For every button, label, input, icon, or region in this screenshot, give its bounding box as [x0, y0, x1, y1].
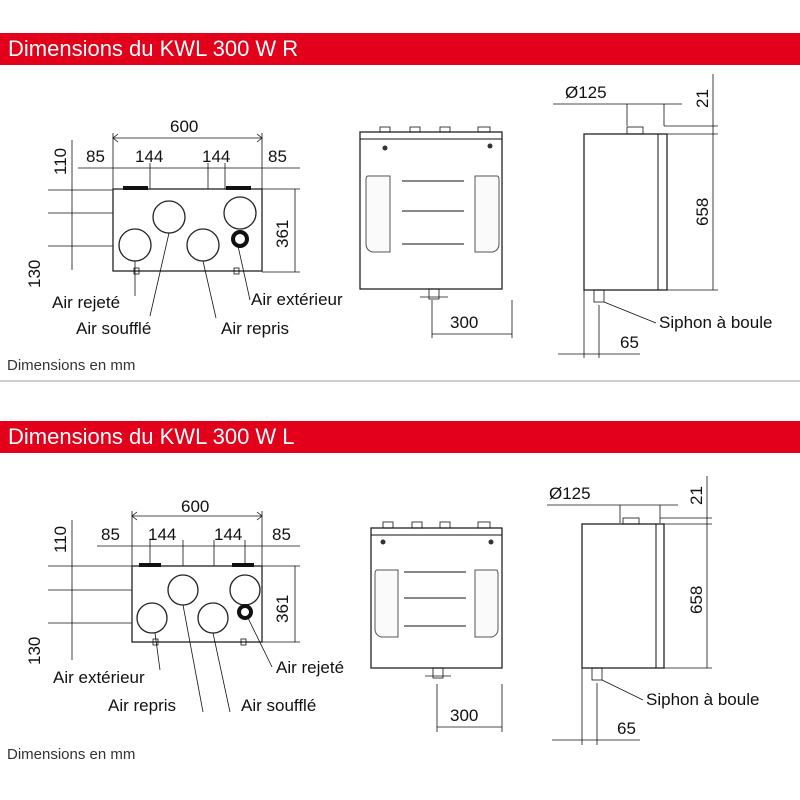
dim-right-offset: 85 — [268, 147, 287, 166]
dim-diameter: Ø125 — [565, 83, 607, 102]
panel-1-drawings: 600 85 144 144 85 110 130 361 — [25, 74, 772, 358]
dim-top-offset-2: 110 — [51, 526, 70, 553]
dim-port-spacing-2-2: 144 — [214, 525, 242, 544]
dim-right-offset-2: 85 — [272, 525, 291, 544]
dim-port-spacing-1: 144 — [135, 147, 163, 166]
label-bottom-center-port: Air soufflé — [76, 319, 151, 338]
side-view-left: Ø125 21 658 Siphon à boule 65 — [547, 476, 759, 745]
dim-left-offset: 85 — [86, 147, 105, 166]
dim-port-spacing-1-2: 144 — [148, 525, 176, 544]
dim-top-offset: 110 — [51, 148, 70, 175]
label-bottom-left-port-2: Air extérieur — [53, 668, 145, 687]
dim-total-height: 658 — [693, 198, 712, 226]
dim-total-height-2: 658 — [687, 586, 706, 614]
dim-port-spacing-2: 144 — [202, 147, 230, 166]
label-top-right-port-2: Air rejeté — [276, 658, 344, 677]
label-bottom-left-port: Air rejeté — [52, 293, 120, 312]
dim-height: 361 — [273, 220, 292, 248]
panel-1-title: Dimensions du KWL 300 W R — [8, 36, 299, 61]
panel-2-drawings: 600 85 144 144 85 110 130 361 — [25, 476, 759, 745]
panel-1-divider — [0, 380, 800, 382]
label-top-right-port: Air extérieur — [251, 290, 343, 309]
dim-siphon-offset: 65 — [620, 333, 639, 352]
side-view-right: Ø125 21 658 Siphon à boule 65 — [553, 74, 772, 358]
panel-2-unit-note: Dimensions en mm — [7, 746, 136, 763]
dim-width-total: 600 — [170, 117, 198, 136]
dim-height-2: 361 — [273, 595, 292, 623]
middle-view-right: 300 — [359, 126, 513, 338]
label-bottom-center-port-2: Air repris — [108, 696, 176, 715]
dim-bottom-offset-2: 130 — [25, 637, 44, 665]
dim-siphon-offset-2: 65 — [617, 719, 636, 738]
front-view-right: 600 85 144 144 85 110 130 361 — [25, 117, 343, 338]
dim-top-height: 21 — [693, 89, 712, 108]
panel-2-header: Dimensions du KWL 300 W L — [0, 421, 800, 453]
dim-side-depth-2: 300 — [450, 706, 478, 725]
dim-diameter-2: Ø125 — [549, 484, 591, 503]
panel-1-header: Dimensions du KWL 300 W R — [0, 33, 800, 65]
dim-left-offset-2: 85 — [101, 525, 120, 544]
label-top-center-port: Air repris — [221, 319, 289, 338]
dim-width-total-2: 600 — [181, 497, 209, 516]
panel-1-unit-note: Dimensions en mm — [7, 357, 136, 374]
dim-top-height-2: 21 — [687, 486, 706, 505]
front-view-left: 600 85 144 144 85 110 130 361 — [25, 497, 344, 715]
middle-view-left: 300 — [370, 521, 503, 732]
label-top-center-port-2: Air soufflé — [241, 696, 316, 715]
dim-side-depth: 300 — [450, 313, 478, 332]
panel-2-title: Dimensions du KWL 300 W L — [8, 424, 295, 449]
label-siphon-2: Siphon à boule — [646, 690, 759, 709]
dim-bottom-offset: 130 — [25, 260, 44, 288]
label-siphon: Siphon à boule — [659, 313, 772, 332]
